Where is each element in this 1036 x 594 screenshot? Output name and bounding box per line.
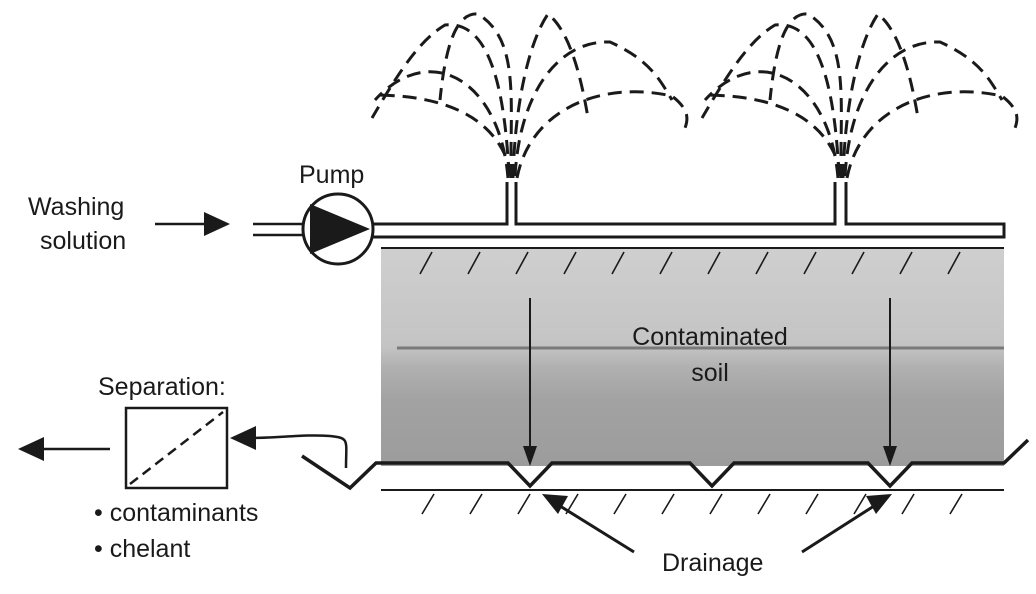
distribution-pipe [372,182,1006,239]
drainage-pointer-right [801,494,892,554]
leachate-arrowhead [230,426,256,450]
right-sprinkler-spray [700,11,1019,179]
soil-block [381,248,1004,466]
percolation-arrow-left [523,298,537,466]
output-arrow [18,437,110,461]
drainage-liner [301,438,1030,491]
washing-label-line1: Washing [28,193,125,221]
chelant-bullet: • chelant [94,535,191,563]
separation-unit [124,406,229,490]
pump-label: Pump [299,161,365,189]
pump-symbol [301,192,375,266]
percolation-arrow-right [883,298,897,466]
left-sprinkler-spray [370,11,689,179]
washing-label-line2: solution [40,227,127,255]
leachate-line [249,434,348,469]
washing-arrow [155,212,230,236]
drainage-label: Drainage [662,549,764,577]
soil-label-line2: soil [691,359,729,387]
drainage-pointer-left [542,494,635,554]
separation-label: Separation: [98,373,226,401]
top-hatching [419,251,961,275]
contaminants-bullet: • contaminants [94,499,259,527]
inlet-pipe [253,222,306,237]
soil-label-line1: Contaminated [632,323,788,351]
